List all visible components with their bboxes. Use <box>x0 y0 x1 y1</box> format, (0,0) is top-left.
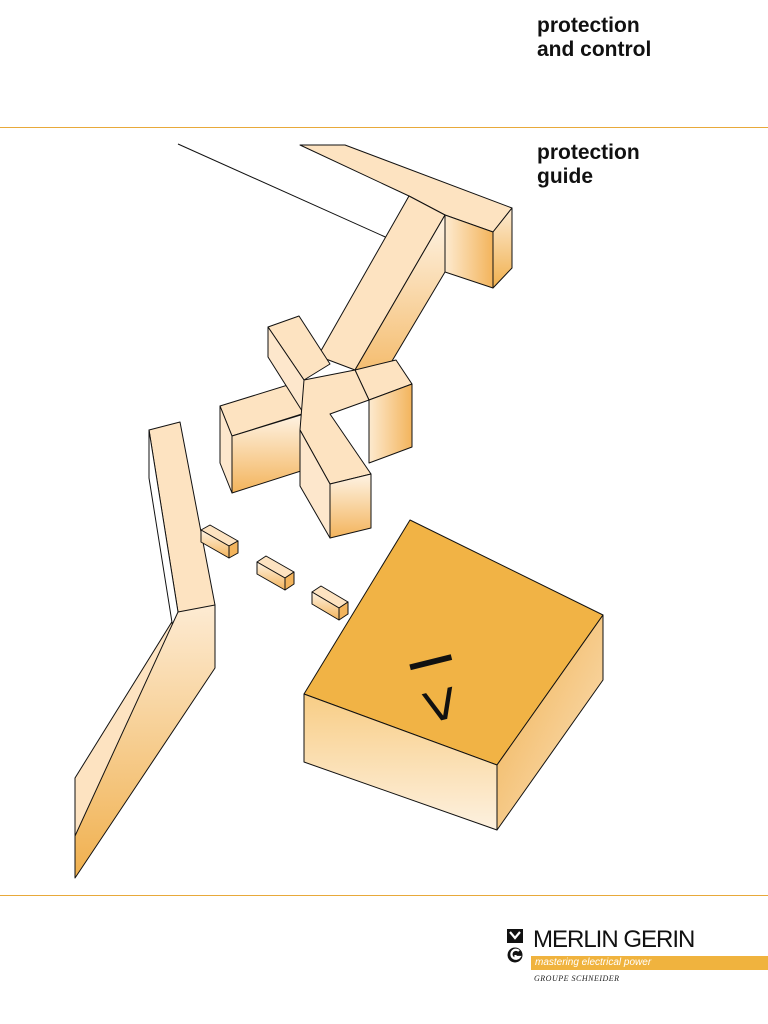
overcurrent-relay-block <box>303 519 604 831</box>
bottom-divider <box>0 895 768 896</box>
connector-dash-2 <box>256 555 295 591</box>
document-title-line-2: guide <box>537 165 593 188</box>
brand-block: MERLIN GERIN mastering electrical power … <box>507 926 768 986</box>
brand-tagline: mastering electrical power <box>535 957 652 968</box>
brand-name: MERLIN GERIN <box>533 926 695 953</box>
relay-symbol-text: I > <box>394 646 478 731</box>
circuit-illustration: I > <box>74 143 604 879</box>
merlin-gerin-logo-icon <box>507 929 523 963</box>
section-title-line-2: and control <box>537 38 652 61</box>
upper-busbar <box>299 144 513 399</box>
relay-symbol: I > <box>394 646 478 731</box>
lower-busbar <box>74 421 216 879</box>
section-title: protection and control <box>537 14 651 62</box>
busbar-outline <box>177 143 393 241</box>
connector-dash-3 <box>311 585 349 621</box>
document-title-line-1: protection <box>537 141 640 164</box>
connector-dash-1 <box>200 524 239 559</box>
connector-dashes <box>200 524 349 621</box>
breaker-cross <box>219 315 413 539</box>
section-title-line-1: protection <box>537 14 640 37</box>
document-title: protection guide <box>537 141 640 189</box>
tagline-bar: mastering electrical power <box>531 956 768 970</box>
group-name: GROUPE SCHNEIDER <box>534 974 620 983</box>
top-divider <box>0 127 768 128</box>
